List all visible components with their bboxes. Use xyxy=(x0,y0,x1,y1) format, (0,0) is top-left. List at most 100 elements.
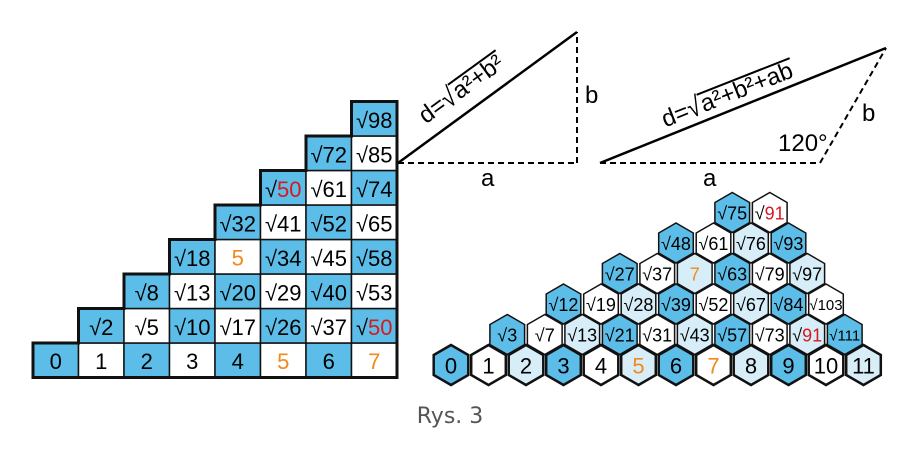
radicand-text: 67 xyxy=(746,295,766,315)
hexagon-cell-label: √39 xyxy=(661,295,691,315)
staircase-cell-label: 7 xyxy=(368,349,380,374)
radicand-text: 85 xyxy=(368,142,392,167)
radical-sign-icon: √ xyxy=(135,314,148,339)
radical-sign-icon: √ xyxy=(356,211,369,236)
staircase-cell-label: √34 xyxy=(265,245,302,270)
hexagon-cell xyxy=(469,343,508,387)
hexagon-cell xyxy=(751,252,788,295)
staircase-cell-label: √74 xyxy=(356,176,393,201)
hexagon-cell-label: √7 xyxy=(535,326,555,346)
radicand-text: 61 xyxy=(323,176,347,201)
staircase-cell-label: 3 xyxy=(186,349,198,374)
staircase-cell xyxy=(305,342,353,379)
radical-sign-icon: √ xyxy=(567,326,577,346)
radical-sign-icon: √ xyxy=(265,245,278,270)
radicand-text: 20 xyxy=(232,280,256,305)
radical-sign-icon: √ xyxy=(605,265,615,285)
radical-sign-icon: √ xyxy=(680,326,690,346)
radicand-text: 84 xyxy=(783,295,803,315)
radicand-text: 31 xyxy=(652,326,672,346)
staircase-cell xyxy=(123,307,171,344)
radicand-text: 10 xyxy=(186,314,210,339)
hexagon-cell xyxy=(601,252,638,295)
radical-sign-icon: √ xyxy=(219,211,232,236)
hexagon-cell xyxy=(676,252,713,295)
radical-sign-icon: √ xyxy=(661,234,671,254)
hexagon-cell-label: √19 xyxy=(586,295,616,315)
staircase-cell-label: √53 xyxy=(356,280,393,305)
hexagon-cell-label: 0 xyxy=(445,354,457,379)
hexagon-cell-label: √67 xyxy=(736,295,766,315)
hexagon-cell xyxy=(770,283,807,325)
hexagon-cell-label: 6 xyxy=(670,354,682,379)
staircase-cell-label: √40 xyxy=(310,280,347,305)
radical-sign-icon: √ xyxy=(642,265,652,285)
obtuse-triangle-angle-label: 120° xyxy=(778,130,828,157)
staircase-cell-label: √2 xyxy=(89,314,113,339)
staircase-cell-label: √58 xyxy=(356,245,393,270)
hexagon-cell-label: 9 xyxy=(782,354,794,379)
radical-sign-icon: √ xyxy=(356,314,369,339)
radicand-text: 63 xyxy=(727,265,747,285)
radicand-text: 79 xyxy=(765,265,785,285)
staircase-cell xyxy=(77,307,125,344)
staircase-cell-label: √13 xyxy=(174,280,211,305)
hexagon-cell xyxy=(789,313,826,356)
figure-caption: Rys. 3 xyxy=(416,404,484,429)
radicand-text: 13 xyxy=(186,280,210,305)
radical-sign-icon: √ xyxy=(356,176,369,201)
staircase-cell xyxy=(305,169,353,206)
hexagon-cell-label: 3 xyxy=(557,354,569,379)
radical-sign-icon: √ xyxy=(736,234,746,254)
staircase-cell-label: 0 xyxy=(50,349,62,374)
hexagon-cell xyxy=(582,283,620,325)
radical-sign-icon: √ xyxy=(135,280,148,305)
right-triangle-side-a-label: a xyxy=(481,165,495,192)
staircase-cell-label: √18 xyxy=(174,245,211,270)
radical-sign-icon: √ xyxy=(174,245,187,270)
hexagon-cell xyxy=(657,283,695,325)
hexagon-cell-label: √75 xyxy=(717,204,747,224)
radical-sign-icon: √ xyxy=(497,326,507,346)
hexagon-cell xyxy=(826,313,863,356)
hexagon-cell xyxy=(751,191,788,234)
radicand-text: 76 xyxy=(746,234,766,254)
hexagon-cell xyxy=(507,343,545,387)
staircase-cell xyxy=(214,342,262,379)
radicand-text: 27 xyxy=(615,265,635,285)
staircase-cell-label: 2 xyxy=(141,349,153,374)
radical-sign-icon: √ xyxy=(642,326,652,346)
staircase-cell xyxy=(214,238,262,275)
radical-sign-icon: √ xyxy=(265,176,278,201)
hexagon-cell-label: √28 xyxy=(624,295,654,315)
hexagon-cell-label: √76 xyxy=(736,234,766,254)
obtuse-triangle-side-a-label: a xyxy=(703,165,717,192)
hexagon-cell xyxy=(432,343,470,387)
hexagon-cell xyxy=(807,343,845,387)
hexagon-cell-label: √57 xyxy=(717,326,747,346)
radical-sign-icon: √ xyxy=(829,327,838,344)
radical-sign-icon: √ xyxy=(792,326,802,346)
radicand-text: 73 xyxy=(765,326,785,346)
radicand-text: 13 xyxy=(577,326,597,346)
radical-sign-icon: √ xyxy=(174,314,187,339)
hexagon-cell-label: √111 xyxy=(829,327,860,344)
radicand-text: 2 xyxy=(101,314,113,339)
radicand-text: 39 xyxy=(671,295,691,315)
radical-sign-icon: √ xyxy=(310,142,323,167)
radicand-text: 17 xyxy=(232,314,256,339)
radicand-text: 57 xyxy=(727,326,747,346)
radicand-text: 111 xyxy=(837,327,860,344)
radical-sign-icon: √ xyxy=(774,234,784,254)
staircase-cell-label: √17 xyxy=(219,314,256,339)
hexagon-cell xyxy=(789,252,826,295)
staircase-cell xyxy=(305,238,353,275)
hexagon-cell xyxy=(639,252,676,295)
hexagon-cell xyxy=(657,343,695,387)
staircase-cell-label: √50 xyxy=(265,176,302,201)
radical-sign-icon: √ xyxy=(755,265,765,285)
radicand-text: 52 xyxy=(323,211,347,236)
obtuse-hypotenuse xyxy=(599,46,887,165)
radicand-text: 7 xyxy=(545,326,555,346)
radicand-text: 37 xyxy=(652,265,672,285)
